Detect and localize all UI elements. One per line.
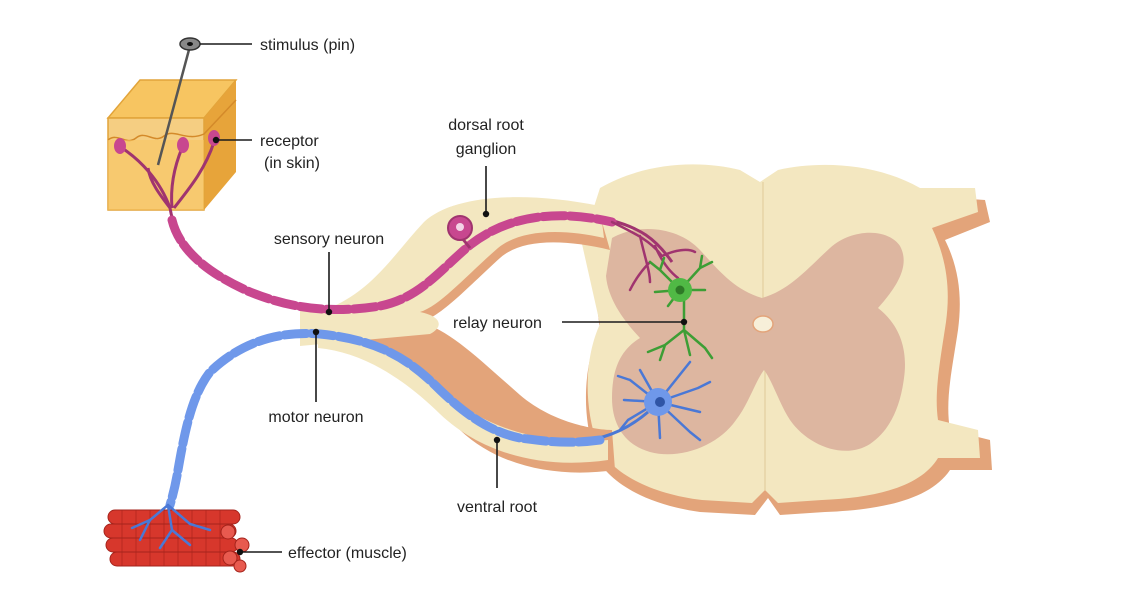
label-relay-neuron: relay neuron [453,315,542,332]
relay-axon [646,294,714,362]
sensory-dendrite-3 [172,141,216,209]
relay-dot [680,318,688,326]
label-receptor-sub: (in skin) [264,155,320,172]
motor-neuron [160,328,712,526]
muscle-fibre-end [220,524,236,540]
motor-dendrites [616,360,712,442]
dorsal-dot [482,210,490,218]
label-sensory-neuron: sensory neuron [274,231,384,248]
label-effector: effector (muscle) [288,545,407,562]
label-motor-neuron: motor neuron [268,409,363,426]
receptor-ending-icon [114,138,126,154]
label-ganglion: ganglion [456,141,517,158]
sensory-nucleus [456,223,464,231]
motor-nucleus [655,397,665,407]
sensory-dot [325,308,333,316]
pin-head-center [187,42,193,46]
sensory-terminal-branches [610,220,697,292]
effector-dot [236,548,244,556]
leader-lines [200,43,688,556]
muscle-effector [103,503,250,573]
label-receptor: receptor [260,133,319,150]
muscle-striations [121,510,221,566]
label-ventral-root: ventral root [457,499,538,516]
pin-shaft [156,45,192,166]
central-canal [752,315,774,333]
motor-myelin [165,328,605,510]
skin-side [204,80,236,210]
relay-neuron [646,254,714,362]
label-stimulus: stimulus (pin) [260,37,355,54]
muscle-fibre-end [233,559,247,573]
ventral-dot [493,436,501,444]
muscle-fibre [109,551,241,567]
spinal-cord [582,164,992,516]
sensory-dendrite-2 [170,147,184,209]
label-dorsal-root: dorsal root [448,117,524,134]
receptor-ending-icon [177,137,189,153]
motor-end-plates [130,503,212,550]
ventral-root [318,334,608,463]
receptor-dot [212,136,220,144]
motor-dot [312,328,320,336]
muscle-fibre [105,537,239,553]
relay-nucleus [675,285,685,295]
pin [156,37,201,166]
sensory-dendrite-4 [146,167,172,209]
labels: stimulus (pin) receptor (in skin) dorsal… [260,37,542,562]
muscle-fibre-end [222,550,238,566]
sensory-myelin [167,211,617,314]
